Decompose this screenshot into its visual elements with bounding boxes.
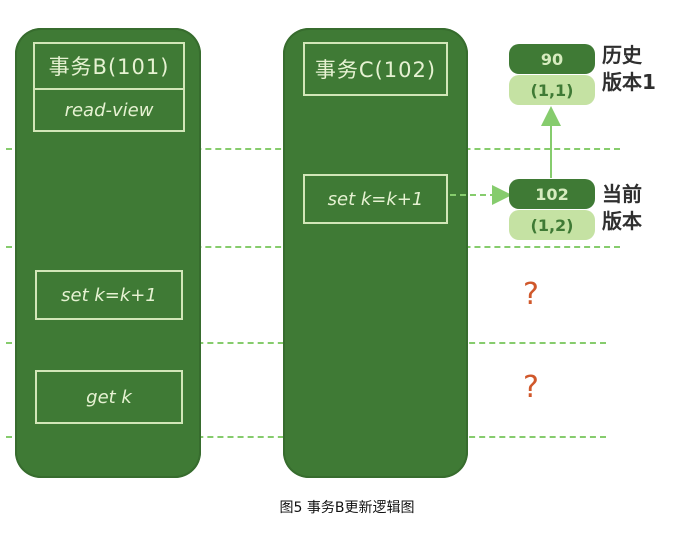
current-version-label: 当前 版本 — [602, 182, 642, 233]
transaction-c-title: 事务C(102) — [303, 42, 448, 96]
transaction-b-read-view: read-view — [33, 88, 185, 132]
unknown-result-marker-2: ? — [523, 370, 539, 405]
unknown-result-marker-1: ? — [523, 277, 539, 312]
transaction-b-update-op: set k=k+1 — [35, 270, 183, 320]
figure-caption: 图5 事务B更新逻辑图 — [279, 500, 415, 516]
current-version-trx-id: 102 — [509, 179, 595, 209]
current-version-value: (1,2) — [509, 210, 595, 240]
transaction-c-column: 事务C(102) set k=k+1 — [283, 28, 468, 478]
history-version-trx-id: 90 — [509, 44, 595, 74]
history-version-value: (1,1) — [509, 75, 595, 105]
transaction-c-update-op: set k=k+1 — [303, 174, 448, 224]
history-version-label: 历史 版本1 — [602, 43, 656, 94]
transaction-b-column: 事务B(101) read-view set k=k+1 get k — [15, 28, 201, 478]
transaction-b-get-op: get k — [35, 370, 183, 424]
